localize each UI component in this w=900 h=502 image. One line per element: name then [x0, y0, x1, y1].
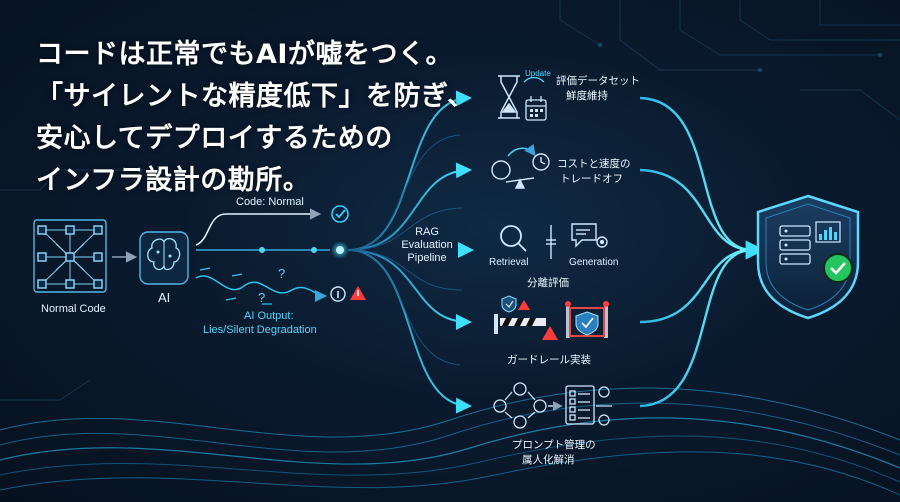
prompt-label-line1: プロンプト管理の	[512, 439, 596, 451]
balance-scale-icon	[505, 177, 535, 189]
separator-icon	[546, 225, 556, 259]
separate-eval-label: 分離評価	[527, 277, 569, 289]
cost-label-line2: トレードオフ	[560, 173, 623, 185]
code-normal-line	[195, 208, 322, 246]
update-tag: Update	[525, 69, 551, 78]
headline-line-3: 安心してデプロイするための	[36, 123, 393, 154]
code-normal-label: Code: Normal	[236, 196, 304, 208]
shield-server-icon	[756, 194, 860, 320]
check-circle-icon	[331, 205, 349, 223]
hourglass-icon	[498, 75, 520, 119]
pipeline-line-1: RAG	[415, 226, 439, 238]
generation-label: Generation	[569, 257, 619, 268]
guardrail-label: ガードレール実装	[507, 354, 591, 366]
ai-label: AI	[158, 290, 171, 305]
retrieval-label: Retrieval	[489, 257, 529, 268]
clock-icon	[532, 153, 550, 171]
pipeline-label: RAG Evaluation Pipeline	[387, 226, 467, 265]
fan-in-curves	[639, 96, 753, 408]
headline-line-1: コードは正常でもAIが嘘をつく。	[36, 39, 453, 70]
normal-code-label: Normal Code	[41, 303, 106, 315]
guardrail-icon	[494, 295, 609, 340]
team-icon	[493, 382, 547, 429]
dataset-label-line2: 鮮度維持	[566, 90, 608, 102]
chat-gear-icon	[571, 223, 608, 248]
ai-output-wave	[195, 275, 327, 302]
question-mark-1: ?	[278, 266, 286, 281]
search-icon	[500, 225, 527, 252]
checklist-icon	[565, 385, 595, 425]
headline-line-4: インフラ設計の勘所。	[36, 165, 311, 196]
headline: コードは正常でもAIが嘘をつく。 「サイレントな精度低下」を防ぎ、 安心してデプ…	[36, 34, 475, 202]
pipeline-line-2: Evaluation	[401, 239, 453, 251]
calendar-icon	[525, 96, 547, 121]
dataset-label-line1: 評価データセット	[556, 75, 640, 87]
prompt-label-line2: 属人化解消	[522, 454, 575, 466]
ai-output-label-line2: Lies/Silent Degradation	[203, 324, 317, 336]
ai-output-label-line1: AI Output:	[244, 310, 294, 322]
headline-line-2: 「サイレントな精度低下」を防ぎ、	[36, 81, 475, 112]
circuit-background	[0, 0, 900, 401]
cost-label-line1: コストと速度の	[557, 158, 631, 170]
info-icon	[330, 286, 346, 302]
wave-background	[0, 387, 900, 496]
ai-brain-icon	[139, 231, 189, 285]
normal-code-icon	[33, 219, 107, 293]
question-mark-2: ?	[258, 290, 266, 305]
money-icon	[491, 160, 511, 180]
pipeline-line-3: Pipeline	[407, 252, 447, 264]
